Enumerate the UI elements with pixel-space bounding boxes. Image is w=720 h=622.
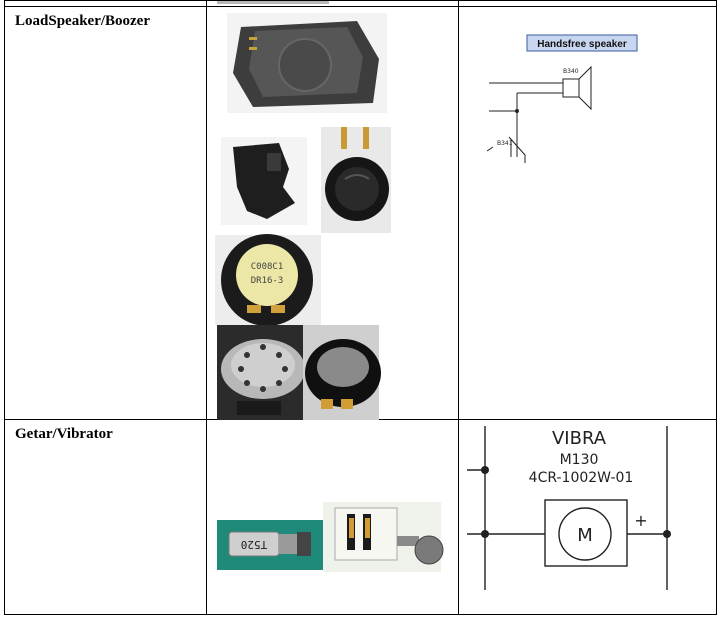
vibra-wiring xyxy=(467,426,668,590)
components-table: LoadSpeaker/Boozer xyxy=(4,0,717,615)
vibra-node-left xyxy=(481,530,489,538)
speaker-photos: C008C1 DR16-3 xyxy=(215,13,391,420)
silver-speaker-photo xyxy=(217,325,309,420)
buzzer-symbol xyxy=(486,136,526,163)
component-name-cell: Getar/Vibrator xyxy=(4,419,207,615)
table-row: LoadSpeaker/Boozer xyxy=(4,6,717,420)
polarity-label: + xyxy=(634,511,647,530)
black-speaker-photo xyxy=(303,325,381,420)
vibra-title: VIBRA xyxy=(552,428,607,449)
round-speaker-photo xyxy=(321,127,391,233)
component-name-cell: LoadSpeaker/Boozer xyxy=(4,6,207,420)
schematic-title-badge xyxy=(526,34,638,52)
speaker-module-photo xyxy=(227,13,387,113)
svg-text:C008C1: C008C1 xyxy=(251,262,284,272)
schematic-cell: Handsfree speaker B340 B341 xyxy=(458,6,717,420)
speaker-ref: B340 xyxy=(563,68,579,75)
schematic-cell: VIBRA M130 4CR-1002W-01 M + xyxy=(458,419,717,615)
vibrator-marking: T520 xyxy=(241,538,268,551)
vibra-part: M130 xyxy=(560,452,599,468)
schematic-wiring xyxy=(489,65,592,157)
vibrator-photos: T520 xyxy=(217,502,444,572)
svg-text:DR16-3: DR16-3 xyxy=(251,276,284,286)
component-photo-cell: C008C1 DR16-3 xyxy=(206,6,459,420)
vibrator-pcb-photo: T520 xyxy=(217,520,325,570)
schematic-node xyxy=(515,109,519,113)
schematic-title: Handsfree speaker xyxy=(537,39,627,50)
labelled-speaker-photo: C008C1 DR16-3 xyxy=(215,234,321,326)
vibrator-motor-photo xyxy=(323,502,444,572)
motor-label: M xyxy=(577,525,593,546)
speaker-connector-photo xyxy=(221,137,307,225)
component-name: Getar/Vibrator xyxy=(15,426,113,442)
vibra-node-top xyxy=(481,466,489,474)
vibra-code: 4CR-1002W-01 xyxy=(529,470,634,486)
component-name: LoadSpeaker/Boozer xyxy=(15,13,150,29)
buzzer-ref: B341 xyxy=(497,140,513,147)
vibra-node-right xyxy=(663,530,671,538)
table-row: Getar/Vibrator T520 xyxy=(4,419,717,615)
speaker-schematic: Handsfree speaker B340 B341 xyxy=(486,34,638,163)
component-photo-cell: T520 xyxy=(206,419,459,615)
vibra-schematic: VIBRA M130 4CR-1002W-01 M + xyxy=(467,426,671,590)
